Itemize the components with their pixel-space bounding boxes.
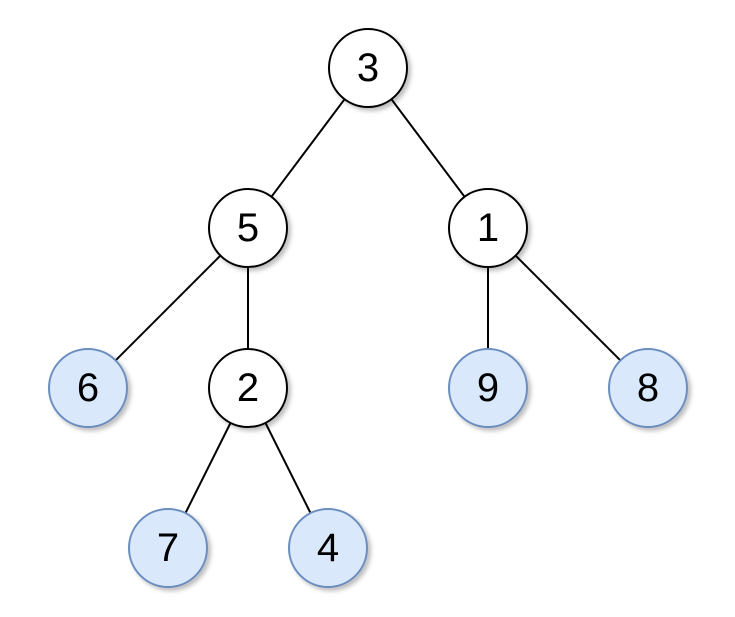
node-label: 1 xyxy=(477,206,499,250)
tree-node-7: 7 xyxy=(128,508,208,588)
nodes-layer: 3 5 1 6 2 9 8 7 4 xyxy=(48,28,688,588)
leaf-node-circle xyxy=(608,348,688,428)
node-label: 9 xyxy=(477,366,499,410)
leaf-node-circle xyxy=(128,508,208,588)
node-label: 6 xyxy=(77,366,99,410)
internal-node-circle xyxy=(208,348,288,428)
node-label: 5 xyxy=(237,206,259,250)
tree-node-1: 1 xyxy=(448,188,528,268)
tree-edge xyxy=(390,98,466,198)
node-label: 7 xyxy=(157,526,179,570)
internal-node-circle xyxy=(448,188,528,268)
leaf-node-circle xyxy=(448,348,528,428)
tree-node-6: 6 xyxy=(48,348,128,428)
tree-node-4: 4 xyxy=(288,508,368,588)
node-label: 2 xyxy=(237,366,259,410)
node-label: 4 xyxy=(317,526,339,570)
node-label: 3 xyxy=(357,46,379,90)
leaf-node-circle xyxy=(48,348,128,428)
tree-node-2: 2 xyxy=(208,348,288,428)
tree-node-9: 9 xyxy=(448,348,528,428)
internal-node-circle xyxy=(208,188,288,268)
tree-edge xyxy=(514,254,622,362)
internal-node-circle xyxy=(328,28,408,108)
tree-edge xyxy=(264,422,312,514)
tree-edge xyxy=(270,98,346,198)
node-label: 8 xyxy=(637,366,659,410)
tree-edge xyxy=(184,422,232,514)
edges-layer xyxy=(114,98,622,514)
tree-node-3: 3 xyxy=(328,28,408,108)
tree-edge xyxy=(114,254,222,362)
leaf-node-circle xyxy=(288,508,368,588)
tree-node-8: 8 xyxy=(608,348,688,428)
tree-node-5: 5 xyxy=(208,188,288,268)
